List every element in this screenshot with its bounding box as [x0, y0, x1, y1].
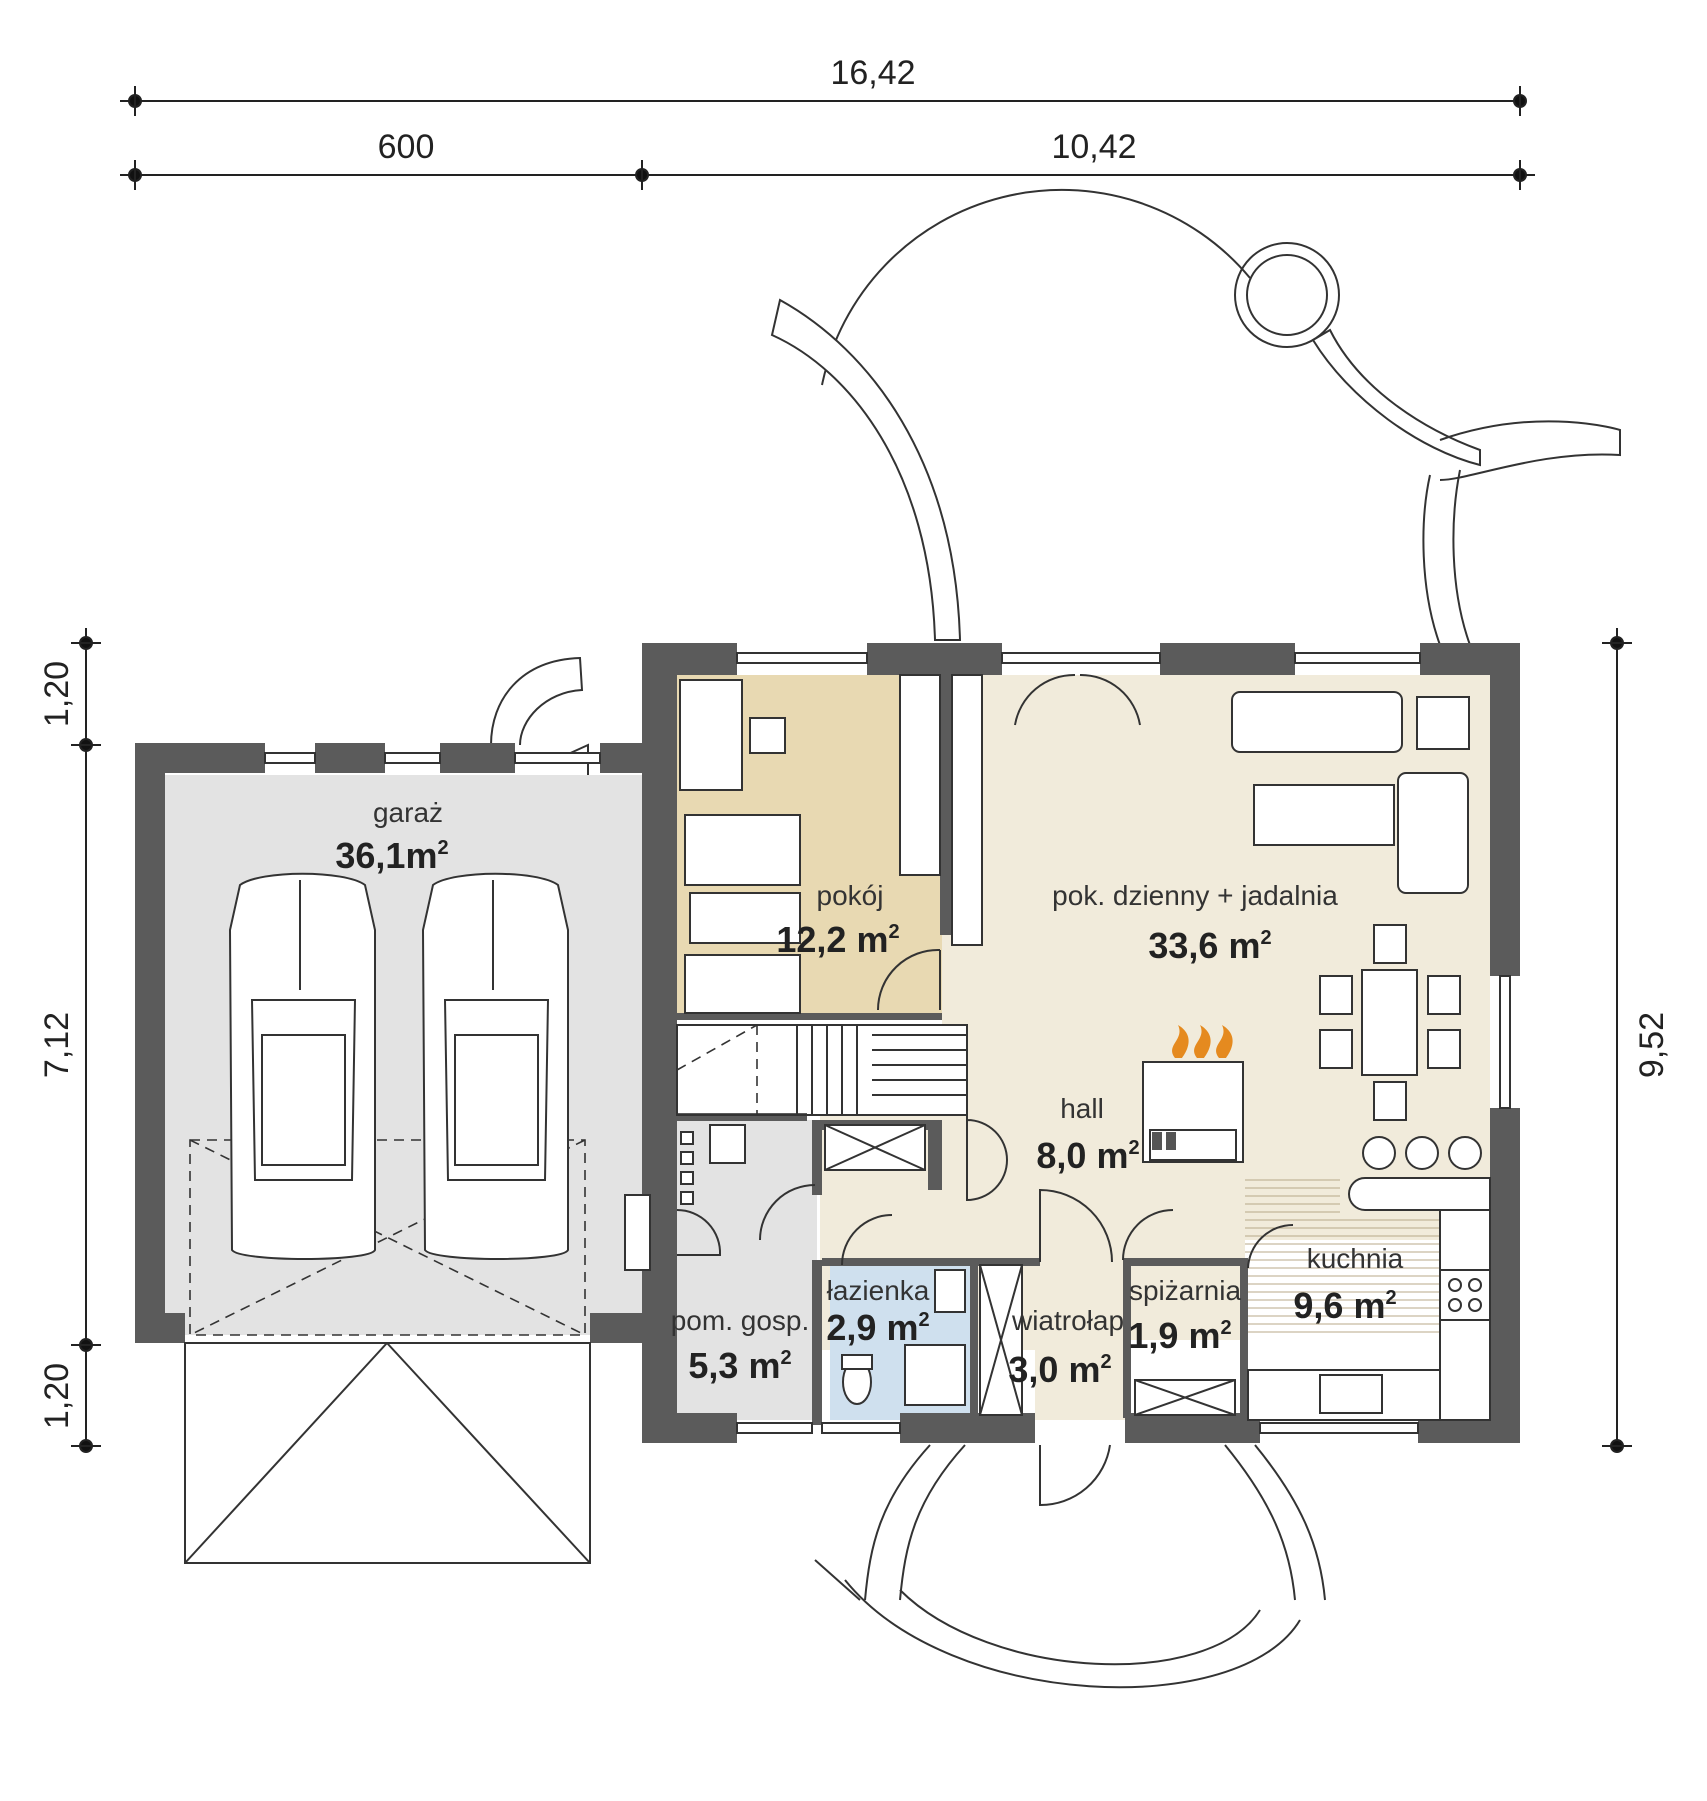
label-spizarnia-name: spiżarnia: [1129, 1275, 1241, 1306]
label-pokoj-area: 12,2 m2: [776, 919, 899, 960]
car-right: [421, 872, 569, 1260]
walls: [135, 643, 1520, 1443]
utility-fixtures: [624, 1124, 746, 1271]
label-gosp-name: pom. gosp.: [671, 1305, 810, 1336]
wiatrolap-floor: [1035, 1260, 1130, 1420]
living-furniture: [1231, 691, 1491, 1211]
dimension-lines: [71, 86, 1632, 1453]
room-labels: garaż 36,1m2 pokój 12,2 m2 pok. dzienny …: [335, 797, 1403, 1390]
pokoj-furniture: [679, 674, 983, 1014]
front-steps: [814, 1444, 1326, 1689]
utility-doors: [676, 1184, 893, 1266]
dim-top-right: 10,42: [1051, 128, 1136, 166]
fireplace: [1142, 1025, 1244, 1163]
dim-left-bottom: 1,20: [38, 1363, 76, 1429]
dim-left-middle: 7,12: [38, 1012, 76, 1078]
label-kuchnia-name: kuchnia: [1307, 1243, 1404, 1274]
stairs-floor: [677, 1025, 967, 1115]
label-lazienka-area: 2,9 m2: [826, 1307, 929, 1348]
stairs: [676, 1024, 1008, 1202]
driveway-roof: [184, 1342, 591, 1564]
label-wiatrolap-area: 3,0 m2: [1008, 1349, 1111, 1390]
dim-right-total: 9,52: [1633, 1012, 1671, 1078]
label-gosp-area: 5,3 m2: [688, 1345, 791, 1386]
label-garaz-area: 36,1m2: [335, 835, 448, 876]
entrance-doors: [1039, 1188, 1294, 1507]
dim-top-total: 16,42: [830, 54, 915, 92]
bathroom-fixtures: [841, 1269, 966, 1406]
living-doors: [1014, 673, 1141, 726]
label-kuchnia-area: 9,6 m2: [1293, 1285, 1396, 1326]
kitchen-units: [1247, 1209, 1491, 1421]
gosp-floor: [677, 1120, 817, 1420]
label-garaz-name: garaż: [373, 797, 443, 828]
car-left: [228, 872, 376, 1260]
label-hall-name: hall: [1060, 1093, 1104, 1124]
dim-top-left: 600: [378, 128, 435, 166]
storage-cabinets: [824, 1124, 1236, 1416]
pokoj-door: [877, 948, 941, 1011]
label-dzienny-area: 33,6 m2: [1148, 925, 1271, 966]
label-pokoj-name: pokój: [817, 880, 884, 911]
label-lazienka-name: łazienka: [827, 1275, 930, 1306]
label-wiatrolap-name: wiatrołap: [1011, 1305, 1124, 1336]
label-dzienny-name: pok. dzienny + jadalnia: [1052, 880, 1338, 911]
windows: [264, 652, 1511, 1434]
dim-left-top: 1,20: [38, 661, 76, 727]
label-spizarnia-area: 1,9 m2: [1128, 1315, 1231, 1356]
label-hall-area: 8,0 m2: [1036, 1135, 1139, 1176]
